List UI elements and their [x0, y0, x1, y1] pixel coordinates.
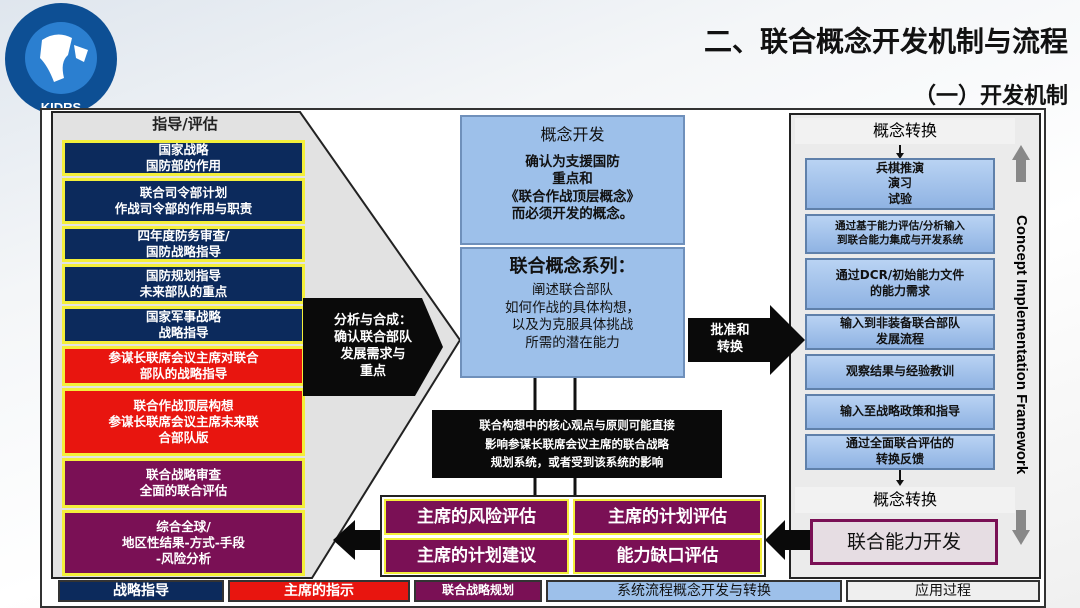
left-arrow: [333, 520, 380, 560]
concept-development-body: 确认为支援国防 重点和 《联合作战顶层概念》 而必须开发的概念。: [505, 153, 640, 223]
page-subtitle: （一）开发机制: [913, 83, 1068, 109]
concept-development-box: 概念开发 确认为支援国防 重点和 《联合作战顶层概念》 而必须开发的概念。: [460, 115, 685, 245]
guidance-item: 联合作战顶层构想 参谋长联席会议主席未来联 合部队版: [62, 388, 305, 456]
legend-system-process: 系统流程概念开发与转换: [546, 580, 842, 602]
implementation-step: 通过基于能力评估/分析输入 到联合能力集成与开发系统: [805, 214, 995, 254]
guidance-item: 国防规划指导 未来部队的重点: [62, 264, 305, 304]
jcd-arrow: [765, 520, 810, 560]
influence-box: 联合构想中的核心观点与原则可能直接 影响参谋长联席会议主席的联合战略 规划系统，…: [432, 410, 722, 478]
guidance-heading: 指导/评估: [152, 115, 218, 134]
concept-series-box: 联合概念系列： 阐述联合部队 如何作战的具体构想， 以及为克服具体挑战 所需的潜…: [460, 247, 685, 378]
logo: KIDRS: [2, 0, 120, 118]
approve-arrow: [688, 305, 805, 375]
implementation-step: 通过DCR/初始能力文件 的能力需求: [805, 258, 995, 310]
implementation-step: 通过全面联合评估的 转换反馈: [805, 434, 995, 470]
up-arrow-icon: [1012, 145, 1030, 182]
down-arrow-icon: [1012, 510, 1030, 545]
concept-transform-bottom: 概念转换: [795, 487, 1015, 513]
legend-application-process: 应用过程: [846, 580, 1040, 602]
assessment-cell: 主席的风险评估: [384, 499, 569, 535]
implementation-step: 观察结果与经验教训: [805, 354, 995, 390]
legend-chairman-directive: 主席的指示: [228, 580, 410, 602]
framework-vertical-label: Concept Implementation Framework: [1012, 215, 1030, 475]
guidance-item: 联合战略审查 全面的联合评估: [62, 458, 305, 508]
concept-transform-top: 概念转换: [795, 118, 1015, 144]
guidance-item: 四年度防务审查/ 国防战略指导: [62, 226, 305, 262]
assessment-cell: 能力缺口评估: [573, 538, 762, 574]
guidance-item: 联合司令部计划 作战司令部的作用与职责: [62, 178, 305, 224]
approve-label: 批准和 转换: [710, 323, 750, 355]
page-title: 二、联合概念开发机制与流程: [703, 25, 1068, 58]
assessment-cell: 主席的计划建议: [384, 538, 569, 574]
guidance-item: 综合全球/ 地区性结果-方式-手段 -风险分析: [62, 510, 305, 576]
guidance-item: 国家军事战略 战略指导: [62, 306, 305, 344]
analysis-box: 分析与合成： 确认联合部队 发展需求与 重点: [303, 298, 443, 396]
concept-development-title: 概念开发: [540, 125, 605, 144]
joint-capability-development: 联合能力开发: [810, 519, 998, 565]
guidance-item: 参谋长联席会议主席对联合 部队的战略指导: [62, 346, 305, 386]
implementation-step: 输入至战略政策和指导: [805, 394, 995, 430]
legend-strategic-guidance: 战略指导: [58, 580, 224, 602]
implementation-step: 输入到非装备联合部队 发展流程: [805, 314, 995, 350]
concept-series-body: 阐述联合部队 如何作战的具体构想， 以及为克服具体挑战 所需的潜在能力: [505, 282, 640, 352]
concept-series-title: 联合概念系列：: [509, 256, 636, 277]
implementation-step: 兵棋推演 演习 试验: [805, 158, 995, 210]
legend-joint-strategic-planning: 联合战略规划: [414, 580, 542, 602]
guidance-item: 国家战略 国防部的作用: [62, 140, 305, 176]
assessment-cell: 主席的计划评估: [573, 499, 762, 535]
